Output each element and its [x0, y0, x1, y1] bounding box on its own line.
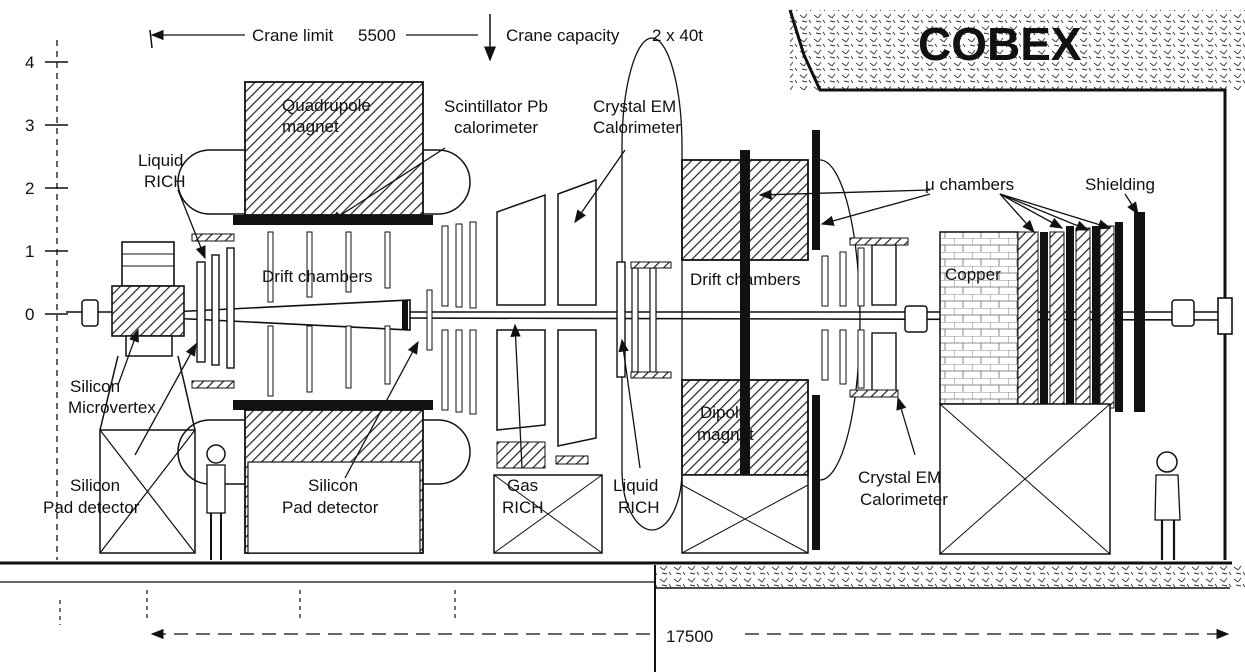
label-silicon-pad-left-line1: Silicon	[70, 476, 120, 495]
label-quadrupole-line2: magnet	[282, 117, 339, 136]
label-silicon-pad-mid-line1: Silicon	[308, 476, 358, 495]
label-drift-chambers-right: Drift chambers	[690, 270, 801, 289]
drift-chambers-right	[821, 237, 909, 398]
y-tick-3: 3	[25, 116, 34, 135]
label-drift-chambers-left: Drift chambers	[262, 267, 373, 286]
label-dipole-line1: Dipole	[700, 403, 748, 422]
label-copper: Copper	[945, 265, 1001, 284]
label-silicon-micro-line1: Silicon	[70, 377, 120, 396]
label-crystal-bottom-line2: Calorimeter	[860, 490, 948, 509]
label-quadrupole-line1: Quadrupole	[282, 96, 371, 115]
scale-figure-right	[1154, 451, 1181, 560]
dipole-magnet	[681, 130, 861, 554]
silicon-microvertex	[99, 241, 196, 554]
y-axis: 4 3 2 1 0	[25, 40, 68, 560]
label-gas-rich-line2: RICH	[502, 498, 544, 517]
label-silicon-micro-line2: Microvertex	[68, 398, 156, 417]
overall-length-value: 17500	[666, 627, 713, 646]
label-crystal-top-line2: Calorimeter	[593, 118, 681, 137]
y-tick-1: 1	[25, 242, 34, 261]
leader-lines	[117, 147, 1139, 479]
label-liquid-rich-mid-line2: RICH	[618, 498, 660, 517]
label-shielding: Shielding	[1085, 175, 1155, 194]
label-crystal-top-line1: Crystal EM	[593, 97, 676, 116]
liquid-rich-mid	[616, 37, 683, 531]
crane-limit-value: 5500	[358, 26, 396, 45]
muon-system	[939, 212, 1145, 555]
component-labels: Quadrupole magnet Scintillator Pb calori…	[43, 96, 1155, 517]
gas-rich	[493, 178, 603, 554]
y-tick-2: 2	[25, 179, 34, 198]
label-dipole-line2: magnet	[697, 425, 754, 444]
crane-capacity-label: Crane capacity	[506, 26, 620, 45]
y-tick-0: 0	[25, 305, 34, 324]
label-scintillator-line2: calorimeter	[454, 118, 538, 137]
crane-limit-label: Crane limit	[252, 26, 334, 45]
label-scintillator-line1: Scintillator Pb	[444, 97, 548, 116]
label-liquid-rich-left-line1: Liquid	[138, 151, 183, 170]
label-mu-chambers: μ chambers	[925, 175, 1014, 194]
y-tick-4: 4	[25, 53, 34, 72]
cavern-outline	[0, 9, 1245, 672]
scale-figure-left	[206, 444, 226, 560]
label-crystal-bottom-line1: Crystal EM	[858, 468, 941, 487]
crane-capacity-value: 2 x 40t	[652, 26, 703, 45]
label-silicon-pad-mid-line2: Pad detector	[282, 498, 379, 517]
label-liquid-rich-left-line2: RICH	[144, 172, 186, 191]
label-gas-rich-line1: Gas	[507, 476, 538, 495]
label-silicon-pad-left-line2: Pad detector	[43, 498, 140, 517]
liquid-rich-left	[191, 233, 235, 389]
label-liquid-rich-mid-line1: Liquid	[613, 476, 658, 495]
overall-length-dimension: 17500	[150, 627, 1230, 646]
diagram-title: COBEX	[918, 18, 1082, 70]
crane-annotation: Crane limit 5500 Crane capacity 2 x 40t	[149, 14, 703, 62]
drift-chambers-left	[267, 221, 477, 415]
